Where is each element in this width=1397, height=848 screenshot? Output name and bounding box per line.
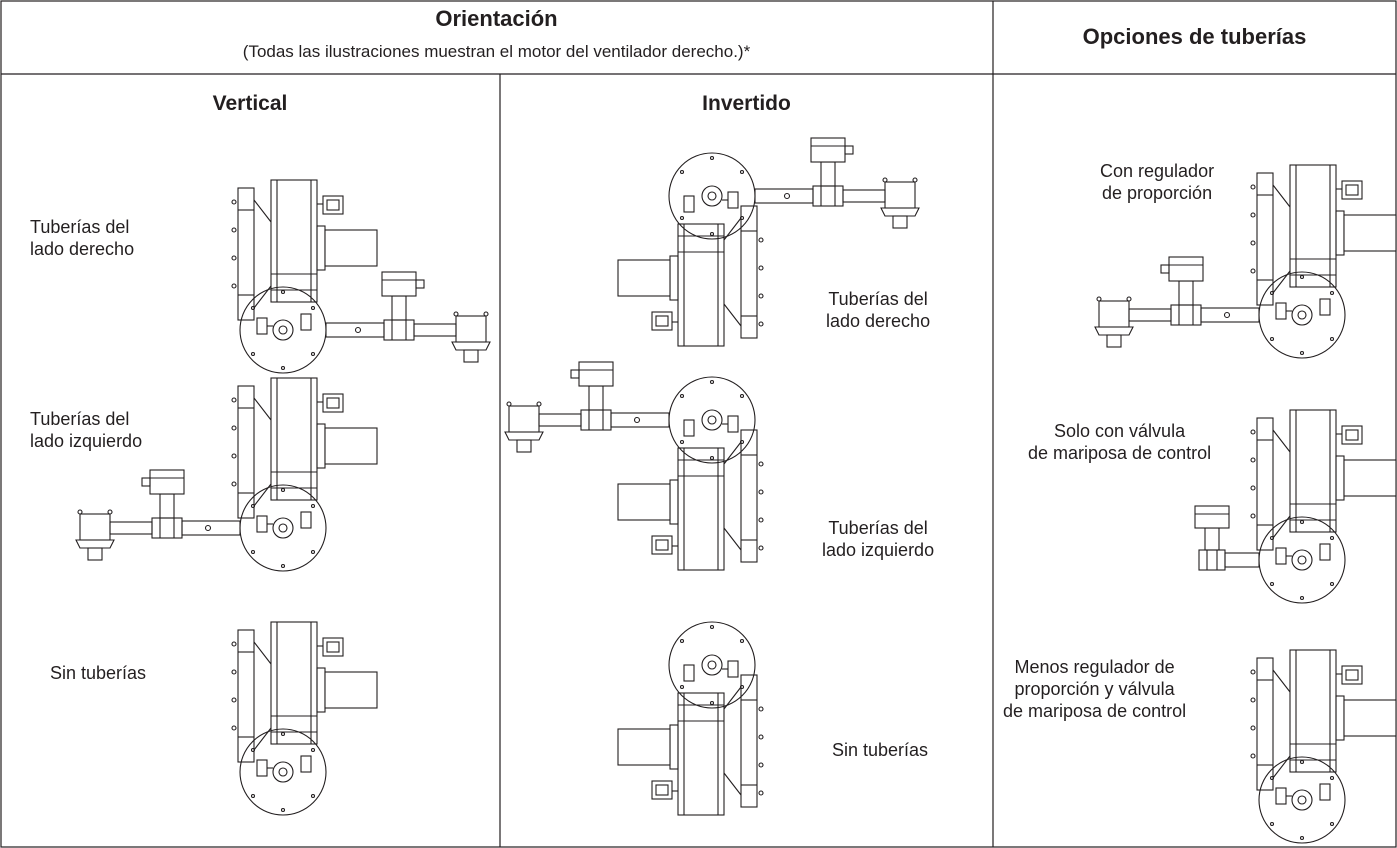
label-line: Sin tuberías — [50, 663, 147, 683]
inverted-no-piping-unit — [617, 621, 764, 816]
inverted-right-piping-unit — [617, 152, 764, 347]
inverted-left-piping-unit — [617, 376, 764, 571]
orientation-title: Orientación — [435, 6, 558, 31]
label-line: lado derecho — [826, 311, 931, 331]
vertical-left-piping-train — [75, 469, 241, 561]
inverted-left-piping-label: Tuberías del lado izquierdo — [822, 517, 934, 561]
option-less-regulator-and-valve-label: Menos regulador de proporción y válvula … — [1003, 656, 1186, 722]
inverted-right-piping-train — [754, 137, 920, 229]
vertical-right-piping-unit — [231, 179, 378, 374]
label-line: Tuberías del — [828, 518, 928, 538]
inverted-column-title: Invertido — [702, 92, 791, 115]
inverted-left-piping-train — [504, 361, 670, 453]
label-line: Tuberías del — [30, 217, 130, 237]
label-line: lado izquierdo — [822, 540, 935, 560]
inverted-no-piping-label: Sin tuberías — [832, 739, 928, 761]
piping-options-title: Opciones de tuberías — [1082, 24, 1307, 49]
option-less-regulator-unit — [1250, 649, 1397, 844]
label-line: lado derecho — [30, 239, 135, 259]
vertical-left-piping-label: Tuberías del lado izquierdo — [30, 408, 142, 452]
option-ratio-regulator-train — [1094, 256, 1260, 348]
label-line: proporción y válvula — [1014, 679, 1175, 699]
label-line: de mariposa de control — [1003, 701, 1187, 721]
vertical-right-piping-label: Tuberías del lado derecho — [30, 216, 134, 260]
label-line: de mariposa de control — [1028, 443, 1212, 463]
option-butterfly-valve-train — [1194, 505, 1260, 571]
option-ratio-regulator-unit — [1250, 164, 1397, 359]
option-butterfly-valve-only-label: Solo con válvula de mariposa de control — [1028, 420, 1211, 464]
label-line: de proporción — [1102, 183, 1213, 203]
option-with-ratio-regulator-label: Con regulador de proporción — [1100, 160, 1214, 204]
label-line: Solo con válvula — [1054, 421, 1186, 441]
vertical-left-piping-unit — [231, 377, 378, 572]
vertical-no-piping-unit — [231, 621, 378, 816]
inverted-right-piping-label: Tuberías del lado derecho — [826, 288, 930, 332]
label-line: Tuberías del — [828, 289, 928, 309]
label-line: Con regulador — [1100, 161, 1215, 181]
vertical-right-piping-train — [325, 271, 491, 363]
orientation-subtitle: (Todas las ilustraciones muestran el mot… — [242, 42, 751, 61]
label-line: Sin tuberías — [832, 740, 929, 760]
vertical-column-title: Vertical — [212, 92, 288, 115]
option-butterfly-valve-unit — [1250, 409, 1397, 604]
label-line: lado izquierdo — [30, 431, 143, 451]
label-line: Tuberías del — [30, 409, 130, 429]
label-line: Menos regulador de — [1014, 657, 1175, 677]
vertical-no-piping-label: Sin tuberías — [50, 662, 146, 684]
